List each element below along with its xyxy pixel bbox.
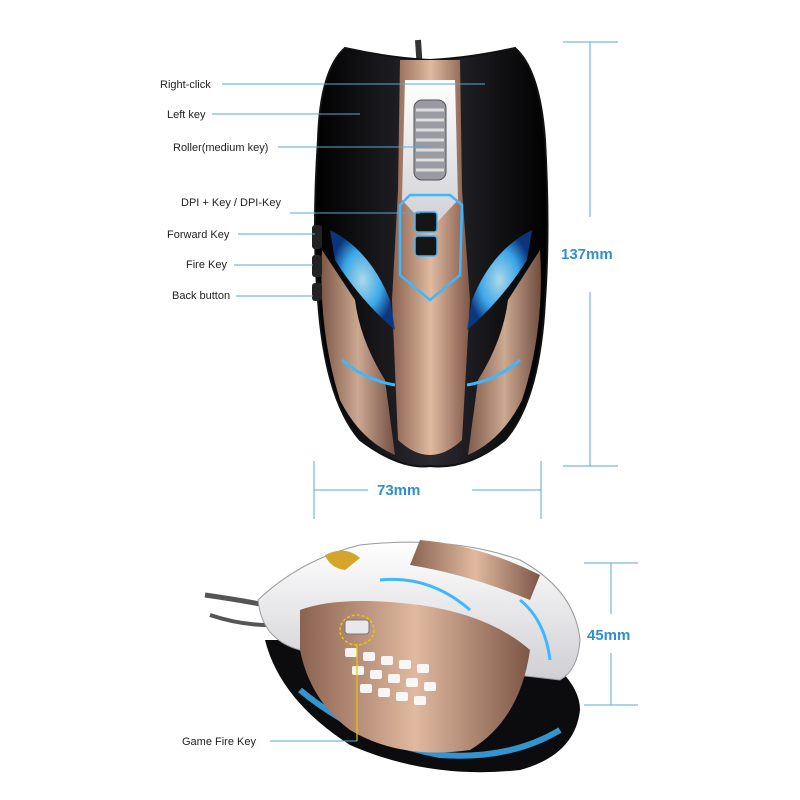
label-dpi-key: DPI + Key / DPI-Key — [181, 197, 281, 209]
label-fire-key: Fire Key — [186, 259, 227, 271]
label-back-button: Back button — [172, 290, 230, 302]
top-view-labels: Right-click Left key Roller(medium key) … — [160, 79, 281, 302]
height-value: 45mm — [587, 627, 630, 644]
label-left-key: Left key — [167, 109, 206, 121]
label-forward-key: Forward Key — [167, 229, 230, 241]
length-dimension — [563, 41, 618, 467]
scroll-wheel — [413, 99, 447, 181]
label-game-fire-key: Game Fire Key — [182, 736, 256, 748]
height-dimension — [584, 562, 638, 706]
leader-lines — [212, 83, 485, 297]
label-right-click: Right-click — [160, 79, 211, 91]
width-dimension — [313, 461, 542, 519]
label-roller: Roller(medium key) — [173, 142, 268, 154]
top-view-mouse — [312, 39, 549, 468]
width-value: 73mm — [377, 482, 420, 499]
game-fire-key-marker — [270, 614, 375, 742]
side-view-mouse — [204, 540, 581, 773]
length-value: 137mm — [561, 246, 613, 263]
